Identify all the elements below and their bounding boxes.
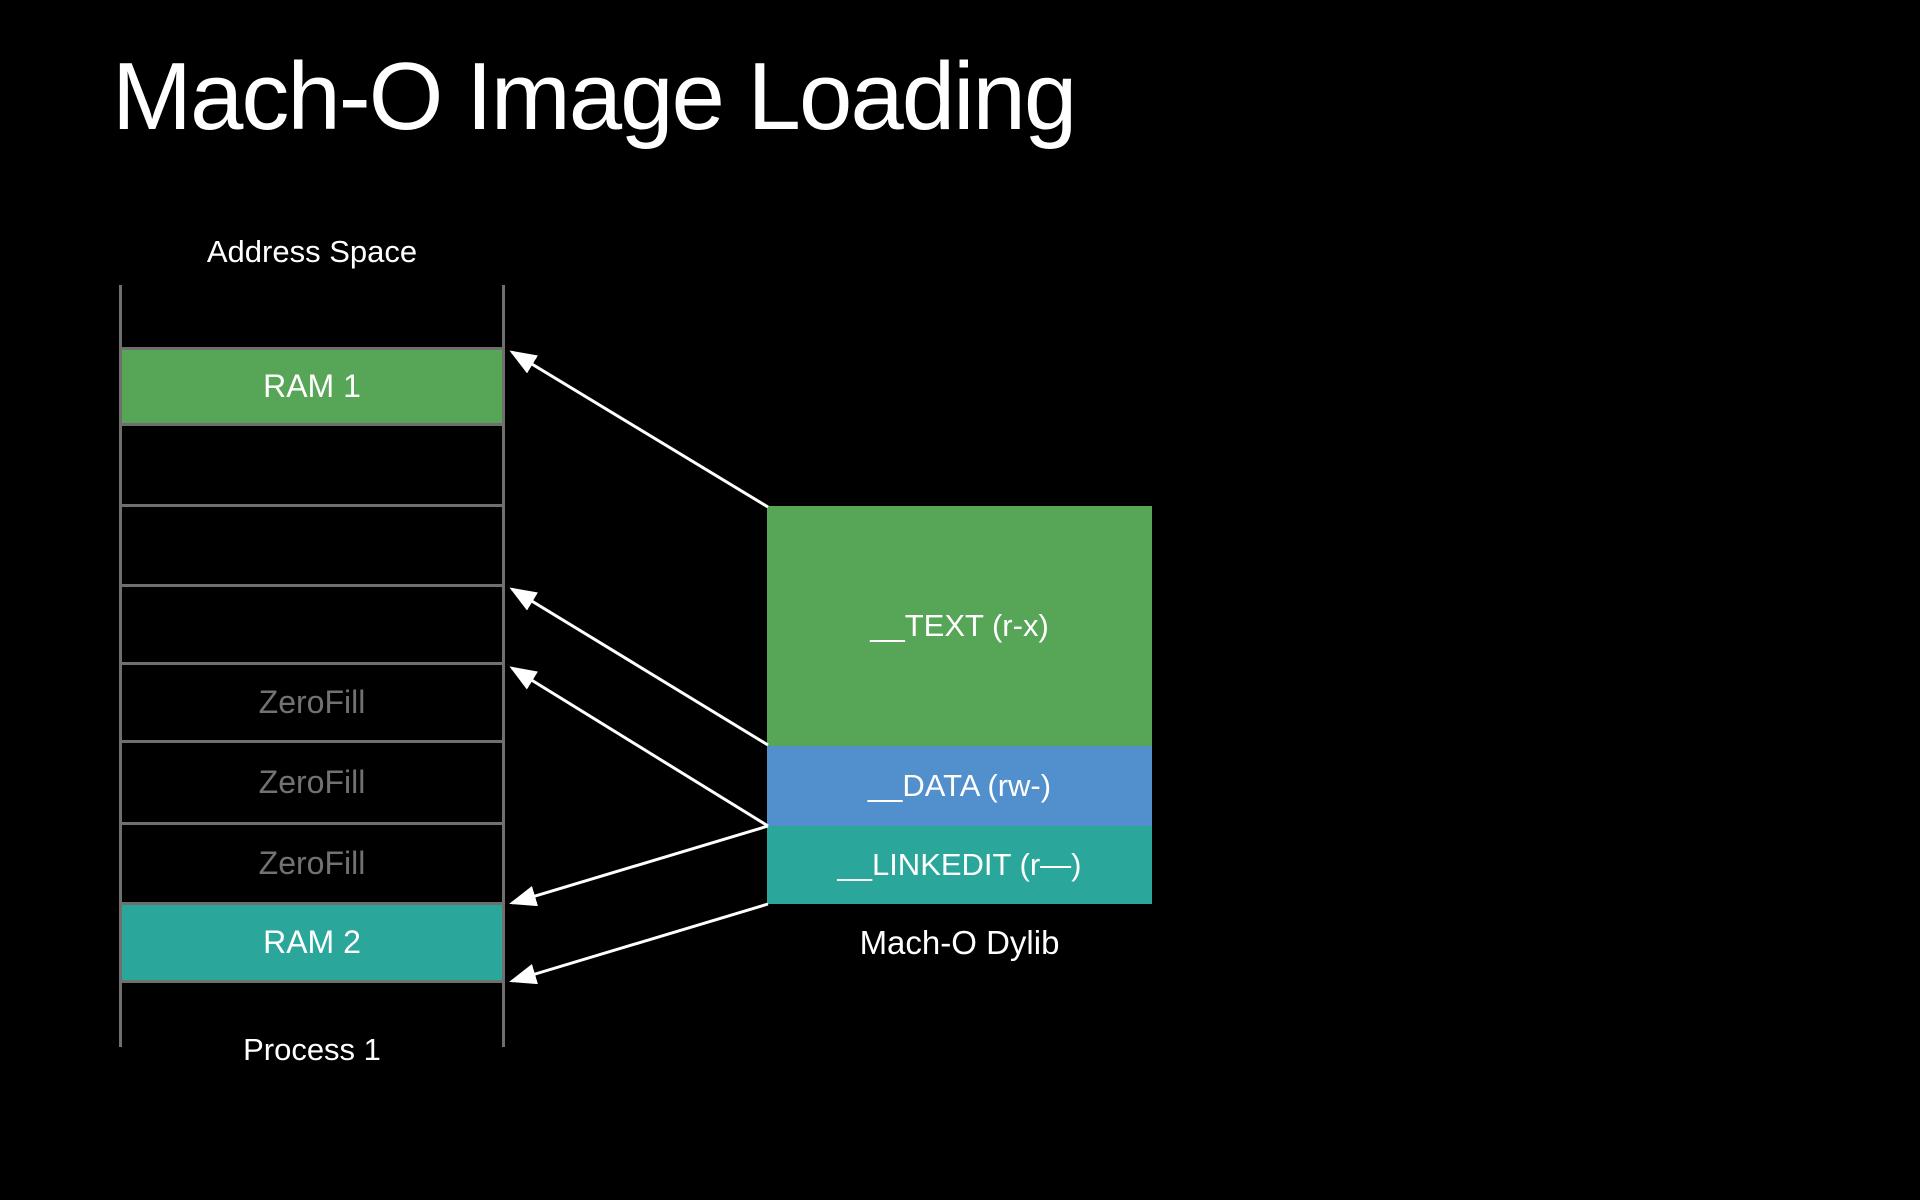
address-space-row-label: RAM 2: [263, 924, 361, 960]
macho-dylib-diagram: __TEXT (r-x) __DATA (rw-) __LINKEDIT (r—): [767, 506, 1152, 904]
process-label: Process 1: [243, 1032, 381, 1067]
address-space-row-zerofill-2: ZeroFill: [122, 743, 502, 825]
address-space-row-label: ZeroFill: [258, 684, 366, 720]
address-space-label: Address Space: [206, 234, 418, 269]
dylib-segment-label: __DATA (rw-): [867, 768, 1052, 803]
arrow-data-bottom-to-ram2-top: [509, 824, 769, 907]
dylib-segment-label: __LINKEDIT (r—): [837, 847, 1082, 882]
address-space-row-empty-1: [122, 426, 502, 507]
arrow-linkedit-bottom-to-ram2-bottom: [509, 902, 769, 985]
arrow-text-top-to-ram1-top: [509, 350, 769, 509]
address-space-row-label: ZeroFill: [258, 845, 366, 881]
arrow-data-bottom-to-line-665: [509, 666, 769, 828]
dylib-segment-label: __TEXT (r-x): [870, 608, 1049, 643]
dylib-segment-linkedit: __LINKEDIT (r—): [767, 826, 1152, 904]
address-space-row-ram1: RAM 1: [122, 350, 502, 426]
address-space-row-label: RAM 1: [263, 368, 361, 404]
address-space-row-ram2: RAM 2: [122, 905, 502, 983]
address-space-row-empty-top: [122, 285, 502, 350]
address-space-row-empty-2: [122, 507, 502, 587]
dylib-segment-text: __TEXT (r-x): [767, 506, 1152, 746]
address-space-row-zerofill-3: ZeroFill: [122, 825, 502, 905]
dylib-segment-data: __DATA (rw-): [767, 746, 1152, 826]
address-space-row-label: ZeroFill: [258, 764, 366, 800]
address-space-row-empty-3: [122, 587, 502, 665]
slide-title: Mach-O Image Loading: [112, 43, 1077, 150]
address-space-row-zerofill-1: ZeroFill: [122, 665, 502, 743]
macho-dylib-label: Mach-O Dylib: [859, 924, 1060, 961]
arrow-text-bottom-to-line-587: [509, 587, 769, 747]
